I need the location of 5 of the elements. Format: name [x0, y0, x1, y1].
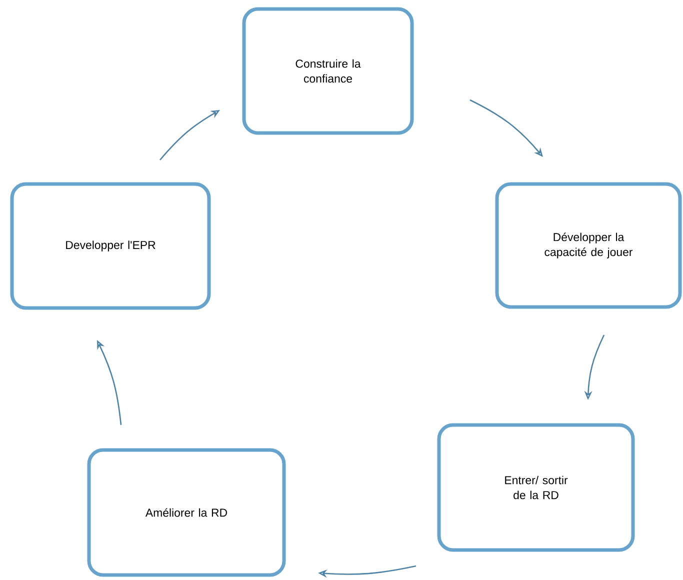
process-box: Entrer/ sortir de la RD	[437, 423, 635, 552]
process-box: Développer la capacité de jouer	[495, 182, 682, 309]
process-box: Améliorer la RD	[87, 448, 286, 577]
process-box: Construire la confiance	[242, 7, 414, 135]
process-box: Developper l'EPR	[10, 182, 211, 310]
